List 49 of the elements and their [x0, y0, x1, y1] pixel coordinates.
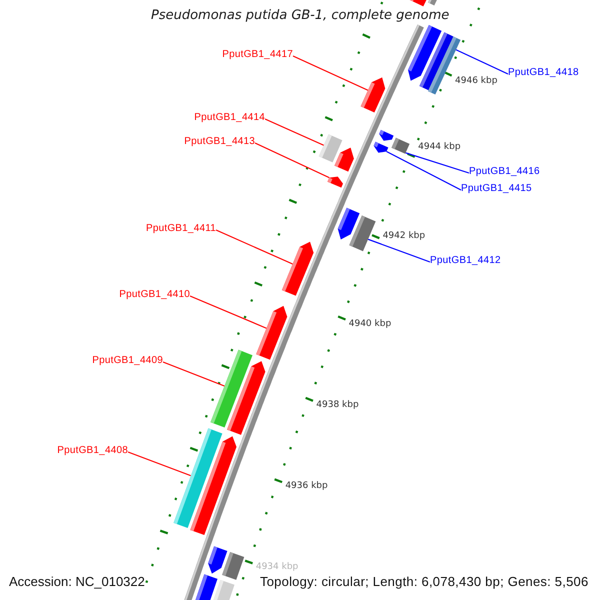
- accession-text: Accession: NC_010322: [9, 574, 145, 589]
- gene-bar: [196, 574, 218, 600]
- gene-bar: [222, 552, 244, 580]
- tick-label: 4942 kbp: [382, 230, 426, 242]
- gene-feature: [334, 148, 354, 172]
- map-title: Pseudomonas putida GB-1, complete genome: [151, 8, 450, 24]
- gene-bar: [318, 134, 342, 162]
- leader-line: [190, 296, 267, 329]
- gene-feature: [256, 306, 288, 360]
- leader-line: [405, 152, 470, 174]
- leader-line: [368, 238, 430, 263]
- tick-label: 4940 kbp: [348, 318, 392, 330]
- gene-feature: [208, 546, 228, 574]
- gene-feature: [379, 130, 394, 141]
- leader-line: [216, 230, 293, 264]
- gene-feature: [227, 361, 266, 435]
- gene-label: PputGB1_4414: [194, 112, 265, 124]
- leader-line: [128, 451, 191, 476]
- gene-feature: [190, 436, 236, 535]
- gene-label: PputGB1_4412: [430, 255, 501, 267]
- leader-line: [254, 142, 330, 178]
- leader-line: [386, 151, 462, 190]
- gene-label: PputGB1_4408: [57, 445, 128, 457]
- gene-label: PputGB1_4413: [184, 136, 255, 148]
- gene-label: PputGB1_4411: [146, 223, 216, 235]
- gene-feature: [360, 77, 386, 112]
- tick-label: 4944 kbp: [418, 142, 461, 154]
- gene-label: PputGB1_4409: [92, 355, 163, 367]
- leader-line: [456, 49, 508, 74]
- gene-feature: [374, 142, 388, 153]
- gene-label: PputGB1_4418: [508, 67, 579, 79]
- gene-feature: [410, 0, 426, 6]
- gene-label: PputGB1_4410: [119, 289, 190, 301]
- gene-feature: [328, 176, 343, 188]
- tick-label: 4936 kbp: [285, 481, 328, 492]
- gene-label: PputGB1_4416: [469, 166, 540, 178]
- gene-bar: [349, 216, 376, 252]
- gene-bar: [392, 138, 410, 154]
- leader-line: [292, 56, 368, 91]
- gene-bar: [214, 580, 234, 600]
- leader-line: [264, 118, 324, 146]
- tick-label: 4938 kbp: [316, 400, 359, 411]
- gene-feature: [282, 242, 314, 296]
- gene-label: PputGB1_4415: [461, 183, 532, 195]
- tick-label: 4946 kbp: [455, 76, 498, 87]
- leader-line: [162, 361, 225, 387]
- tick-label: 4934 kbp: [256, 562, 298, 574]
- gene-label: PputGB1_4417: [222, 49, 293, 61]
- genome-stats-text: Topology: circular; Length: 6,078,430 bp; Genes: 5,506: [260, 574, 588, 589]
